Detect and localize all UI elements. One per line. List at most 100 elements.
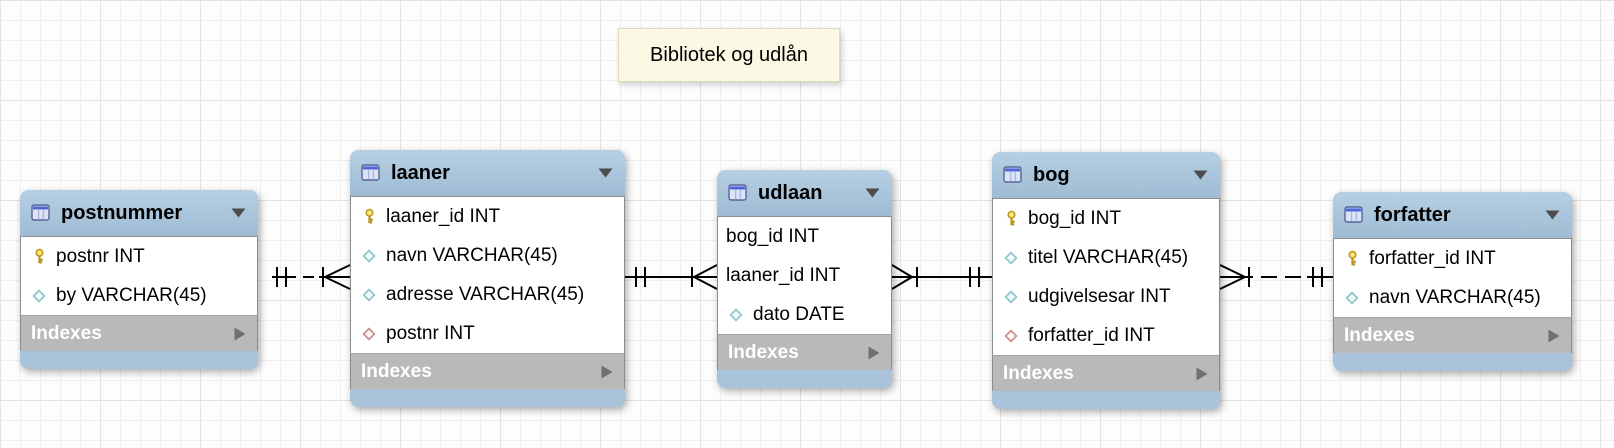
table-footer-strip [350, 389, 625, 407]
column-label: navn VARCHAR(45) [1369, 286, 1541, 308]
column-label: adresse VARCHAR(45) [386, 283, 585, 305]
expand-arrow-icon[interactable] [233, 326, 247, 342]
diagram-note-text: Bibliotek og udlån [650, 43, 808, 66]
table-header[interactable]: laaner [350, 150, 625, 196]
relationship-udlaan-bog[interactable] [891, 264, 992, 290]
table-bog[interactable]: bog bog_id INT titel VARCHAR(45) udgivel… [992, 152, 1220, 409]
table-title: laaner [391, 161, 450, 184]
table-footer-strip [717, 370, 892, 388]
table-laaner[interactable]: laaner laaner_id INT navn VARCHAR(45) ad… [350, 150, 625, 407]
attribute-icon [29, 288, 49, 303]
indexes-bar[interactable]: Indexes [717, 334, 892, 370]
table-icon [31, 204, 50, 221]
table-header[interactable]: bog [992, 152, 1220, 198]
indexes-label: Indexes [31, 322, 102, 344]
column-row[interactable]: udgivelsesar INT [993, 277, 1219, 316]
foreign-key-icon [359, 326, 379, 341]
table-footer-strip [1333, 353, 1572, 371]
column-row[interactable]: forfatter_id INT [993, 316, 1219, 355]
column-row[interactable]: bog_id INT [718, 217, 891, 256]
indexes-label: Indexes [361, 360, 432, 382]
primary-key-icon [29, 248, 49, 265]
column-row[interactable]: adresse VARCHAR(45) [351, 275, 624, 314]
column-label: titel VARCHAR(45) [1028, 246, 1189, 268]
column-row[interactable]: laaner_id INT [718, 256, 891, 295]
collapse-arrow-icon[interactable] [597, 167, 614, 179]
column-label: postnr INT [386, 322, 475, 344]
column-label: dato DATE [753, 303, 845, 325]
table-header[interactable]: forfatter [1333, 192, 1572, 238]
table-icon [728, 184, 747, 201]
column-label: bog_id INT [726, 225, 819, 247]
table-forfatter[interactable]: forfatter forfatter_id INT navn VARCHAR(… [1333, 192, 1572, 371]
table-title: bog [1033, 163, 1070, 186]
attribute-icon [359, 248, 379, 263]
collapse-arrow-icon[interactable] [864, 187, 881, 199]
column-row[interactable]: laaner_id INT [351, 197, 624, 236]
primary-key-icon [1342, 250, 1362, 267]
column-list: bog_id INT titel VARCHAR(45) udgivelsesa… [992, 198, 1220, 355]
column-label: udgivelsesar INT [1028, 285, 1171, 307]
expand-arrow-icon[interactable] [1547, 328, 1561, 344]
indexes-label: Indexes [1344, 324, 1415, 346]
indexes-bar[interactable]: Indexes [992, 355, 1220, 391]
indexes-label: Indexes [728, 341, 799, 363]
column-label: forfatter_id INT [1369, 247, 1496, 269]
table-header[interactable]: udlaan [717, 170, 892, 216]
attribute-icon [1001, 289, 1021, 304]
expand-arrow-icon[interactable] [600, 364, 614, 380]
column-row[interactable]: postnr INT [351, 314, 624, 353]
column-list: forfatter_id INT navn VARCHAR(45) [1333, 238, 1572, 317]
column-row[interactable]: postnr INT [21, 237, 257, 276]
table-title: forfatter [1374, 203, 1451, 226]
relationship-laaner-udlaan[interactable] [625, 264, 718, 290]
column-list: bog_id INT laaner_id INT dato DATE [717, 216, 892, 334]
column-list: postnr INT by VARCHAR(45) [20, 236, 258, 315]
table-title: udlaan [758, 181, 823, 204]
column-row[interactable]: titel VARCHAR(45) [993, 238, 1219, 277]
primary-key-icon [359, 208, 379, 225]
indexes-bar[interactable]: Indexes [1333, 317, 1572, 353]
diagram-note[interactable]: Bibliotek og udlån [618, 28, 840, 82]
column-list: laaner_id INT navn VARCHAR(45) adresse V… [350, 196, 625, 353]
column-row[interactable]: forfatter_id INT [1334, 239, 1571, 278]
table-footer-strip [992, 391, 1220, 409]
indexes-bar[interactable]: Indexes [20, 315, 258, 351]
table-header[interactable]: postnummer [20, 190, 258, 236]
relationship-postnummer-laaner[interactable] [272, 264, 351, 290]
foreign-key-icon [1001, 328, 1021, 343]
collapse-arrow-icon[interactable] [230, 207, 247, 219]
attribute-icon [1001, 250, 1021, 265]
column-label: forfatter_id INT [1028, 324, 1155, 346]
expand-arrow-icon[interactable] [867, 345, 881, 361]
column-row[interactable]: navn VARCHAR(45) [351, 236, 624, 275]
collapse-arrow-icon[interactable] [1192, 169, 1209, 181]
indexes-label: Indexes [1003, 362, 1074, 384]
column-label: laaner_id INT [386, 205, 501, 227]
attribute-icon [726, 307, 746, 322]
collapse-arrow-icon[interactable] [1544, 209, 1561, 221]
indexes-bar[interactable]: Indexes [350, 353, 625, 389]
column-row[interactable]: navn VARCHAR(45) [1334, 278, 1571, 317]
table-footer-strip [20, 351, 258, 369]
table-icon [1344, 206, 1363, 223]
attribute-icon [359, 287, 379, 302]
column-label: postnr INT [56, 245, 145, 267]
table-icon [361, 164, 380, 181]
table-title: postnummer [61, 201, 183, 224]
column-row[interactable]: dato DATE [718, 295, 891, 334]
table-icon [1003, 166, 1022, 183]
expand-arrow-icon[interactable] [1195, 366, 1209, 382]
table-udlaan[interactable]: udlaan bog_id INT laaner_id INT dato DAT… [717, 170, 892, 388]
column-label: laaner_id INT [726, 264, 841, 286]
column-row[interactable]: bog_id INT [993, 199, 1219, 238]
primary-key-icon [1001, 210, 1021, 227]
relationship-bog-forfatter[interactable] [1219, 264, 1333, 290]
column-label: by VARCHAR(45) [56, 284, 207, 306]
column-label: navn VARCHAR(45) [386, 244, 558, 266]
attribute-icon [1342, 290, 1362, 305]
table-postnummer[interactable]: postnummer postnr INT by VARCHAR(45) Ind… [20, 190, 258, 369]
column-row[interactable]: by VARCHAR(45) [21, 276, 257, 315]
